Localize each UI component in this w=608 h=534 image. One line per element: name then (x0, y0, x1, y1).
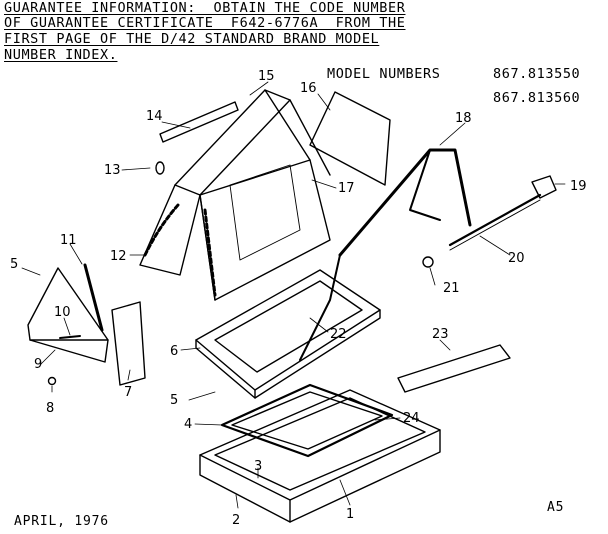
callout-22: 22 (330, 327, 347, 342)
callout-7: 7 (124, 385, 132, 400)
callout-13: 13 (104, 163, 121, 178)
guarantee-line-1: GUARANTEE INFORMATION: OBTAIN THE CODE N… (4, 0, 406, 16)
bracket-7 (111, 301, 146, 386)
callout-numbers: 1 2 3 4 5 5 6 7 8 9 10 11 12 13 14 15 16… (10, 69, 587, 528)
callout-23: 23 (432, 327, 449, 342)
plug-13 (155, 161, 165, 175)
callout-21: 21 (443, 281, 460, 296)
model-number-1: 867.813550 (493, 66, 581, 82)
callout-5-left: 5 (10, 257, 18, 272)
drain-pan-1 (199, 389, 441, 523)
callout-19: 19 (570, 179, 587, 194)
footer-date: APRIL, 1976 (14, 514, 109, 529)
trim-strip-23 (397, 344, 511, 393)
tube-14 (159, 101, 239, 143)
model-number-2: 867.813560 (493, 90, 581, 106)
leader-lines (21, 81, 566, 509)
callout-3: 3 (254, 459, 262, 474)
callout-14: 14 (146, 109, 163, 124)
callout-15: 15 (258, 69, 275, 84)
screw-8 (47, 376, 57, 386)
callout-17: 17 (338, 181, 355, 196)
callout-18: 18 (455, 111, 472, 126)
callout-24: 24 (403, 411, 420, 426)
callout-2: 2 (232, 513, 240, 528)
guarantee-line-3: FIRST PAGE OF THE D/42 STANDARD BRAND MO… (4, 31, 380, 47)
callout-10: 10 (54, 305, 71, 320)
baffle-16 (309, 91, 391, 186)
guarantee-line-4: NUMBER INDEX. (4, 47, 118, 63)
nut-21 (422, 256, 434, 268)
callout-9: 9 (34, 357, 42, 372)
callout-5-bottom: 5 (170, 393, 178, 408)
liquid-line-20 (448, 175, 557, 251)
callout-4: 4 (184, 417, 192, 432)
guarantee-line-2: OF GUARANTEE CERTIFICATE F642-6776A FROM… (4, 15, 406, 31)
callout-6: 6 (170, 344, 178, 359)
refrigerant-line-18 (299, 148, 472, 361)
gasket-frame-4 (220, 383, 394, 458)
callout-1: 1 (346, 507, 354, 522)
footer-page: A5 (547, 500, 565, 515)
model-numbers-label: MODEL NUMBERS (327, 66, 441, 82)
side-panel-9 (27, 263, 109, 363)
callout-8: 8 (46, 401, 54, 416)
callout-16: 16 (300, 81, 317, 96)
evaporator-coil (139, 89, 331, 301)
top-plate-6 (195, 269, 381, 399)
callout-12: 12 (110, 249, 127, 264)
callout-20: 20 (508, 251, 525, 266)
callout-11: 11 (60, 233, 77, 248)
